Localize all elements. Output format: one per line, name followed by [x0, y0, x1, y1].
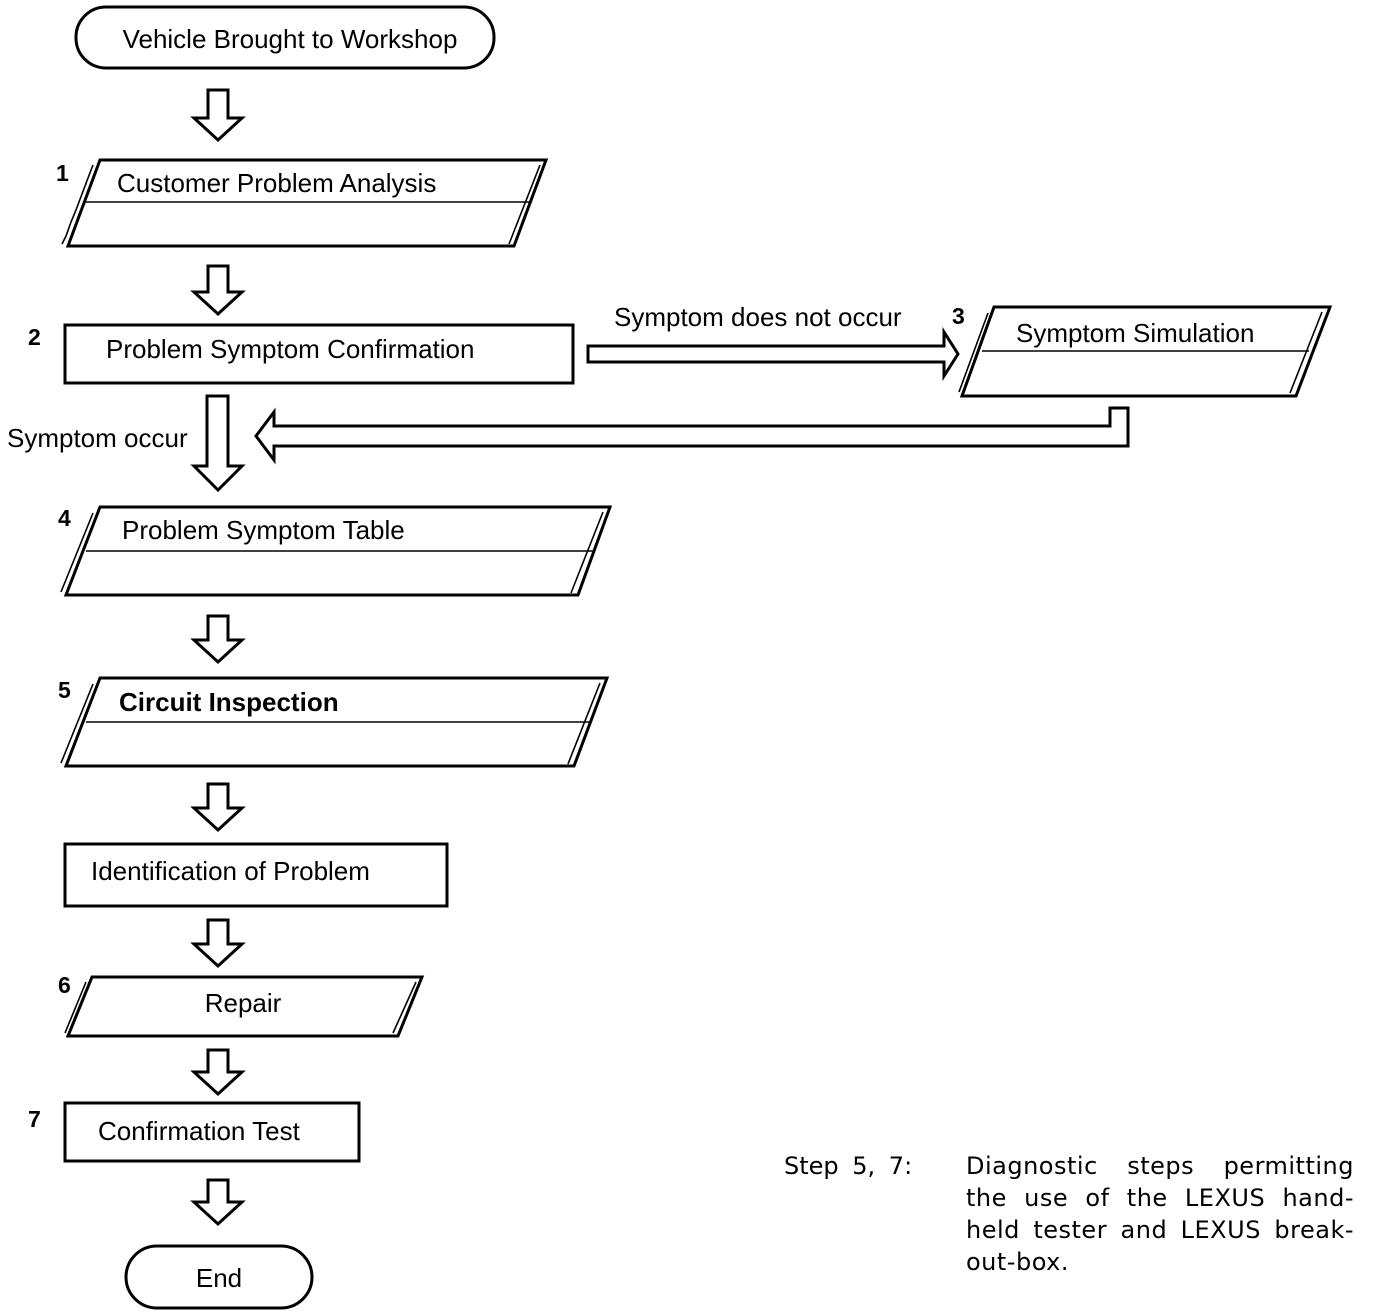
step-6-box: 6 Repair — [58, 972, 425, 1038]
step-3-box: 3 Symptom Simulation — [952, 303, 1333, 398]
start-terminator: Vehicle Brought to Workshop — [74, 5, 496, 70]
down-arrow-4 — [190, 614, 246, 665]
step-3-number: 3 — [952, 303, 965, 329]
identification-box: Identification of Problem — [63, 842, 449, 908]
step-4-box: 4 Problem Symptom Table — [58, 505, 613, 597]
down-arrow-1 — [190, 88, 246, 143]
down-arrow-2 — [190, 264, 246, 317]
step-2-label: Problem Symptom Confirmation — [106, 334, 474, 364]
step-2-number: 2 — [28, 324, 41, 350]
step-6-number: 6 — [58, 972, 71, 998]
step-1-box: 1 Customer Problem Analysis — [56, 158, 549, 248]
step-7-label: Confirmation Test — [98, 1116, 301, 1146]
step-4-number: 4 — [58, 505, 71, 531]
right-arrow-to-simulation — [586, 326, 960, 382]
branch-occur-label: Symptom occur — [7, 423, 188, 453]
down-arrow-6 — [190, 918, 246, 969]
end-terminator: End — [124, 1244, 314, 1310]
footnote-text: Diagnostic steps permitting the use of t… — [966, 1152, 1354, 1276]
step-6-label: Repair — [205, 988, 282, 1018]
step-7-box: 7 Confirmation Test — [28, 1101, 361, 1163]
step-7-number: 7 — [28, 1106, 41, 1132]
step-2-box: 2 Problem Symptom Confirmation — [28, 323, 575, 385]
step-1-number: 1 — [56, 160, 69, 186]
identification-label: Identification of Problem — [91, 856, 370, 886]
step-3-label: Symptom Simulation — [1016, 318, 1254, 348]
start-label: Vehicle Brought to Workshop — [123, 24, 458, 54]
down-arrow-7 — [190, 1048, 246, 1097]
step-4-label: Problem Symptom Table — [122, 515, 405, 545]
return-arrow-from-simulation — [254, 406, 1130, 465]
step-5-number: 5 — [58, 677, 71, 703]
step-1-label: Customer Problem Analysis — [117, 168, 436, 198]
branch-not-occur-label: Symptom does not occur — [614, 302, 902, 332]
step-5-label: Circuit Inspection — [119, 687, 339, 717]
end-label: End — [196, 1263, 242, 1293]
down-arrow-5 — [190, 782, 246, 833]
down-arrow-8 — [190, 1178, 246, 1227]
step-5-box: 5 Circuit Inspection — [58, 676, 610, 768]
footnote-step-label: Step 5, 7: — [784, 1152, 913, 1180]
down-arrow-3 — [190, 394, 246, 493]
